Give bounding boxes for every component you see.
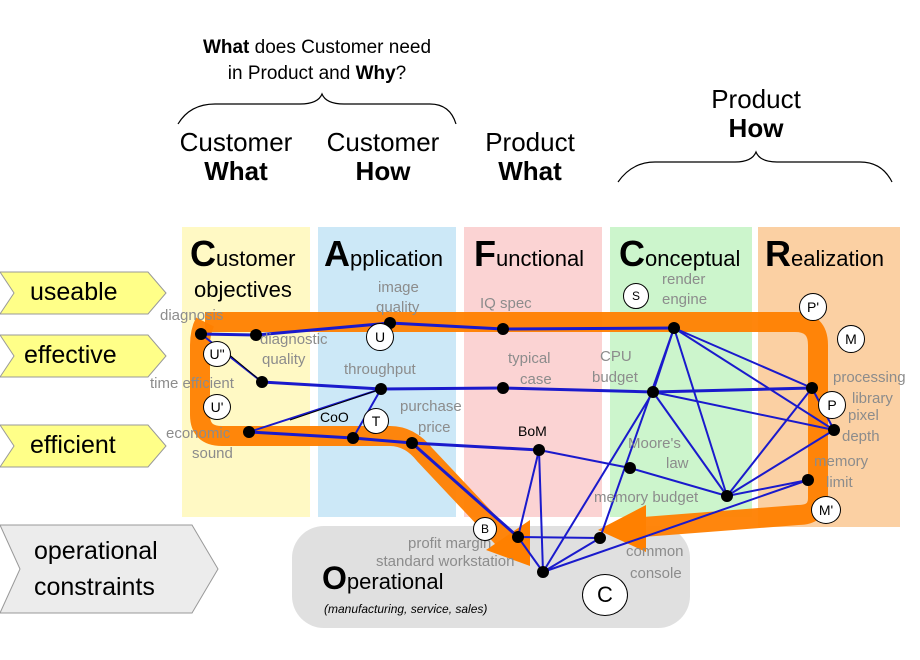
marker-p: P — [818, 391, 846, 419]
node-economic — [243, 426, 255, 438]
label-pixel-depth-2: depth — [842, 428, 880, 445]
label-purchase-price-1: purchase — [400, 398, 462, 415]
marker-p-prime: P' — [799, 293, 827, 321]
node-purchase-price — [406, 437, 418, 449]
node-bom — [533, 444, 545, 456]
label-diagnostic-quality-2: quality — [262, 351, 306, 368]
node-typical-case — [497, 382, 509, 394]
label-common-console-2: console — [630, 565, 682, 582]
label-standard-workstation: standard workstation — [376, 553, 515, 570]
node-memory-budget — [721, 490, 733, 502]
label-diagnostic-quality-1: diagnostic — [260, 331, 328, 348]
node-memory-limit — [802, 474, 814, 486]
question-line-2: in Product and Why? — [227, 63, 407, 84]
label-moores-law-2: law — [666, 455, 689, 472]
label-profit-margin: profit margin — [408, 535, 492, 552]
label-moores-law-1: Moore's — [628, 435, 681, 452]
marker-m: M — [837, 325, 865, 353]
node-common-console — [594, 532, 606, 544]
node-iq-spec — [497, 323, 509, 335]
label-pixel-depth-1: pixel — [848, 407, 879, 424]
network-links-thin — [200, 327, 835, 573]
constraints-arrow — [0, 524, 219, 614]
marker-s: S — [623, 283, 649, 309]
node-cpu-budget — [647, 386, 659, 398]
node-diagnosis — [195, 328, 207, 340]
node-render-engine — [668, 322, 680, 334]
marker-c: C — [582, 574, 628, 616]
label-cpu-budget-2: budget — [592, 369, 638, 386]
column-title-customer-line2: objectives — [194, 277, 292, 302]
node-coo — [347, 432, 359, 444]
marker-links — [225, 351, 382, 421]
marker-b: B — [473, 517, 497, 541]
marker-u-prime: U' — [203, 394, 231, 420]
label-cpu-budget-1: CPU — [600, 348, 632, 365]
label-typical-case-2: case — [520, 371, 552, 388]
node-standard-workstation — [537, 566, 549, 578]
operational-subtitle: (manufacturing, service, sales) — [324, 602, 488, 616]
label-common-console-1: common — [626, 543, 684, 560]
label-iq-spec: IQ spec — [480, 295, 532, 312]
question-line-1: What does Customer need — [202, 37, 432, 58]
label-image-quality-1: image — [378, 279, 419, 296]
label-purchase-price-2: price — [418, 419, 451, 436]
label-processing-library-1: processing — [833, 369, 906, 386]
node-profit-margin — [512, 531, 524, 543]
flow-loop — [205, 312, 828, 538]
quality-efficient: efficient — [30, 431, 116, 459]
label-economic-1: economic — [166, 425, 231, 442]
operational-title: Operational — [322, 560, 444, 596]
node-pixel-depth — [828, 424, 840, 436]
label-diagnosis: diagnosis — [160, 307, 224, 324]
label-render-engine-1: render — [662, 271, 706, 288]
node-diagnostic-quality — [250, 329, 262, 341]
label-coo: CoO — [320, 409, 349, 425]
column-title-conceptual: Conceptual — [619, 233, 741, 274]
label-processing-library-2: library — [852, 390, 893, 407]
node-time-efficient — [256, 376, 268, 388]
quality-arrow-useable — [0, 271, 167, 315]
quality-arrow-efficient — [0, 424, 167, 468]
node-moores-law — [624, 462, 636, 474]
brace-customer — [177, 92, 457, 125]
label-bom: BoM — [518, 423, 547, 439]
label-throughput: throughput — [344, 361, 416, 378]
constraints-line-1: operational — [34, 537, 158, 565]
network-links — [200, 321, 813, 539]
label-time-efficient: time efficient — [150, 375, 234, 392]
label-memory-limit-2: limit — [826, 474, 853, 491]
label-memory-budget: memory budget — [594, 489, 699, 506]
column-title-realization: Realization — [765, 233, 884, 274]
marker-t: T — [363, 408, 389, 434]
marker-m-prime: M' — [811, 496, 841, 524]
column-title-customer: Customer — [190, 233, 296, 274]
column-title-application: Application — [324, 233, 443, 274]
label-typical-case-1: typical — [508, 350, 551, 367]
network-nodes — [195, 317, 840, 578]
column-title-functional: Functional — [474, 233, 585, 274]
label-image-quality-2: quality — [376, 299, 420, 316]
constraints-line-2: constraints — [34, 573, 155, 601]
node-throughput — [375, 383, 387, 395]
quality-arrow-effective — [0, 334, 167, 378]
label-memory-limit-1: memory — [814, 453, 869, 470]
column-bg-realization — [758, 227, 900, 527]
node-processing-library — [806, 382, 818, 394]
label-render-engine-2: engine — [662, 291, 708, 308]
quality-effective: effective — [24, 341, 117, 369]
quality-useable: useable — [30, 278, 118, 306]
brace-product-how — [617, 150, 893, 183]
marker-u-double: U" — [203, 341, 231, 367]
column-bg-functional — [464, 227, 602, 517]
label-economic-2: sound — [192, 445, 233, 462]
marker-u: U — [366, 323, 394, 351]
